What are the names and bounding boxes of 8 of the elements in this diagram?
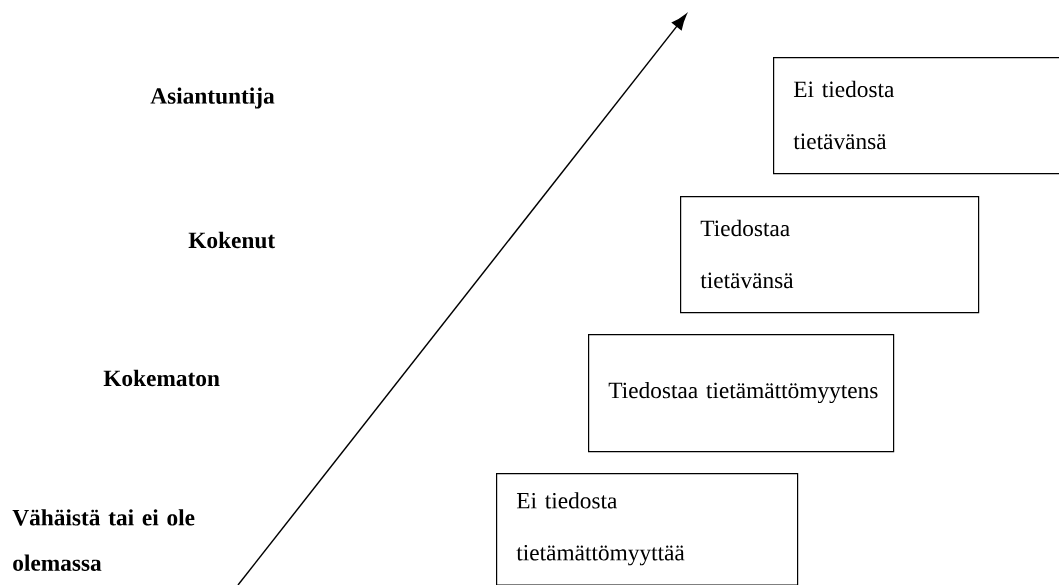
text-box: Tiedostaa tietämättömyytens	[588, 334, 895, 453]
level-label: Kokenut	[188, 231, 276, 249]
text-box: Tiedostaa tietävänsä	[680, 196, 980, 314]
level-label: Kokematon	[103, 369, 220, 387]
level-label: Asiantuntija	[150, 87, 275, 109]
level-label: Vähäistä tai ei ole olemassa	[12, 509, 195, 571]
text-box: Ei tiedosta tietävänsä	[773, 57, 1059, 175]
text-box: Ei tiedosta tietämättömyyttää	[496, 473, 799, 585]
